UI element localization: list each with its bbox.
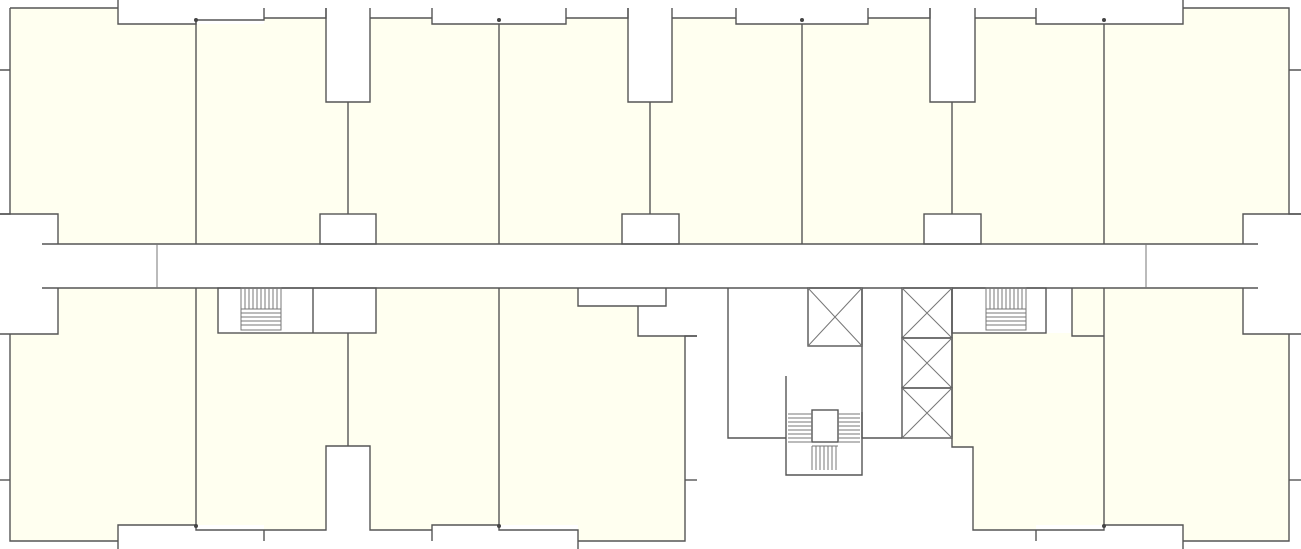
unit-t1[interactable] bbox=[10, 8, 196, 244]
unit-b5[interactable] bbox=[952, 288, 1104, 530]
elevators bbox=[807, 287, 953, 439]
unit-b3[interactable] bbox=[348, 288, 499, 530]
top-units bbox=[10, 8, 1289, 244]
stair-right[interactable] bbox=[985, 287, 1027, 331]
unit-t4[interactable] bbox=[499, 18, 650, 244]
column-markers bbox=[194, 18, 1106, 528]
elevator-1[interactable] bbox=[807, 287, 863, 347]
elevator-4[interactable] bbox=[901, 387, 953, 439]
elevator-3[interactable] bbox=[901, 337, 953, 389]
unit-t3[interactable] bbox=[348, 18, 499, 244]
stair-core[interactable] bbox=[788, 409, 860, 470]
unit-b2[interactable] bbox=[196, 288, 348, 530]
stair-left[interactable] bbox=[240, 287, 282, 331]
unit-b6[interactable] bbox=[1104, 288, 1289, 541]
unit-b4[interactable] bbox=[499, 288, 685, 541]
unit-t2[interactable] bbox=[196, 18, 348, 244]
elevator-2[interactable] bbox=[901, 287, 953, 339]
unit-t6[interactable] bbox=[802, 18, 952, 244]
unit-t7[interactable] bbox=[952, 18, 1104, 244]
unit-b1[interactable] bbox=[10, 288, 196, 541]
bottom-units bbox=[10, 288, 1289, 541]
unit-t5[interactable] bbox=[650, 18, 802, 244]
stairs bbox=[240, 287, 1027, 470]
unit-t8[interactable] bbox=[1104, 8, 1289, 244]
